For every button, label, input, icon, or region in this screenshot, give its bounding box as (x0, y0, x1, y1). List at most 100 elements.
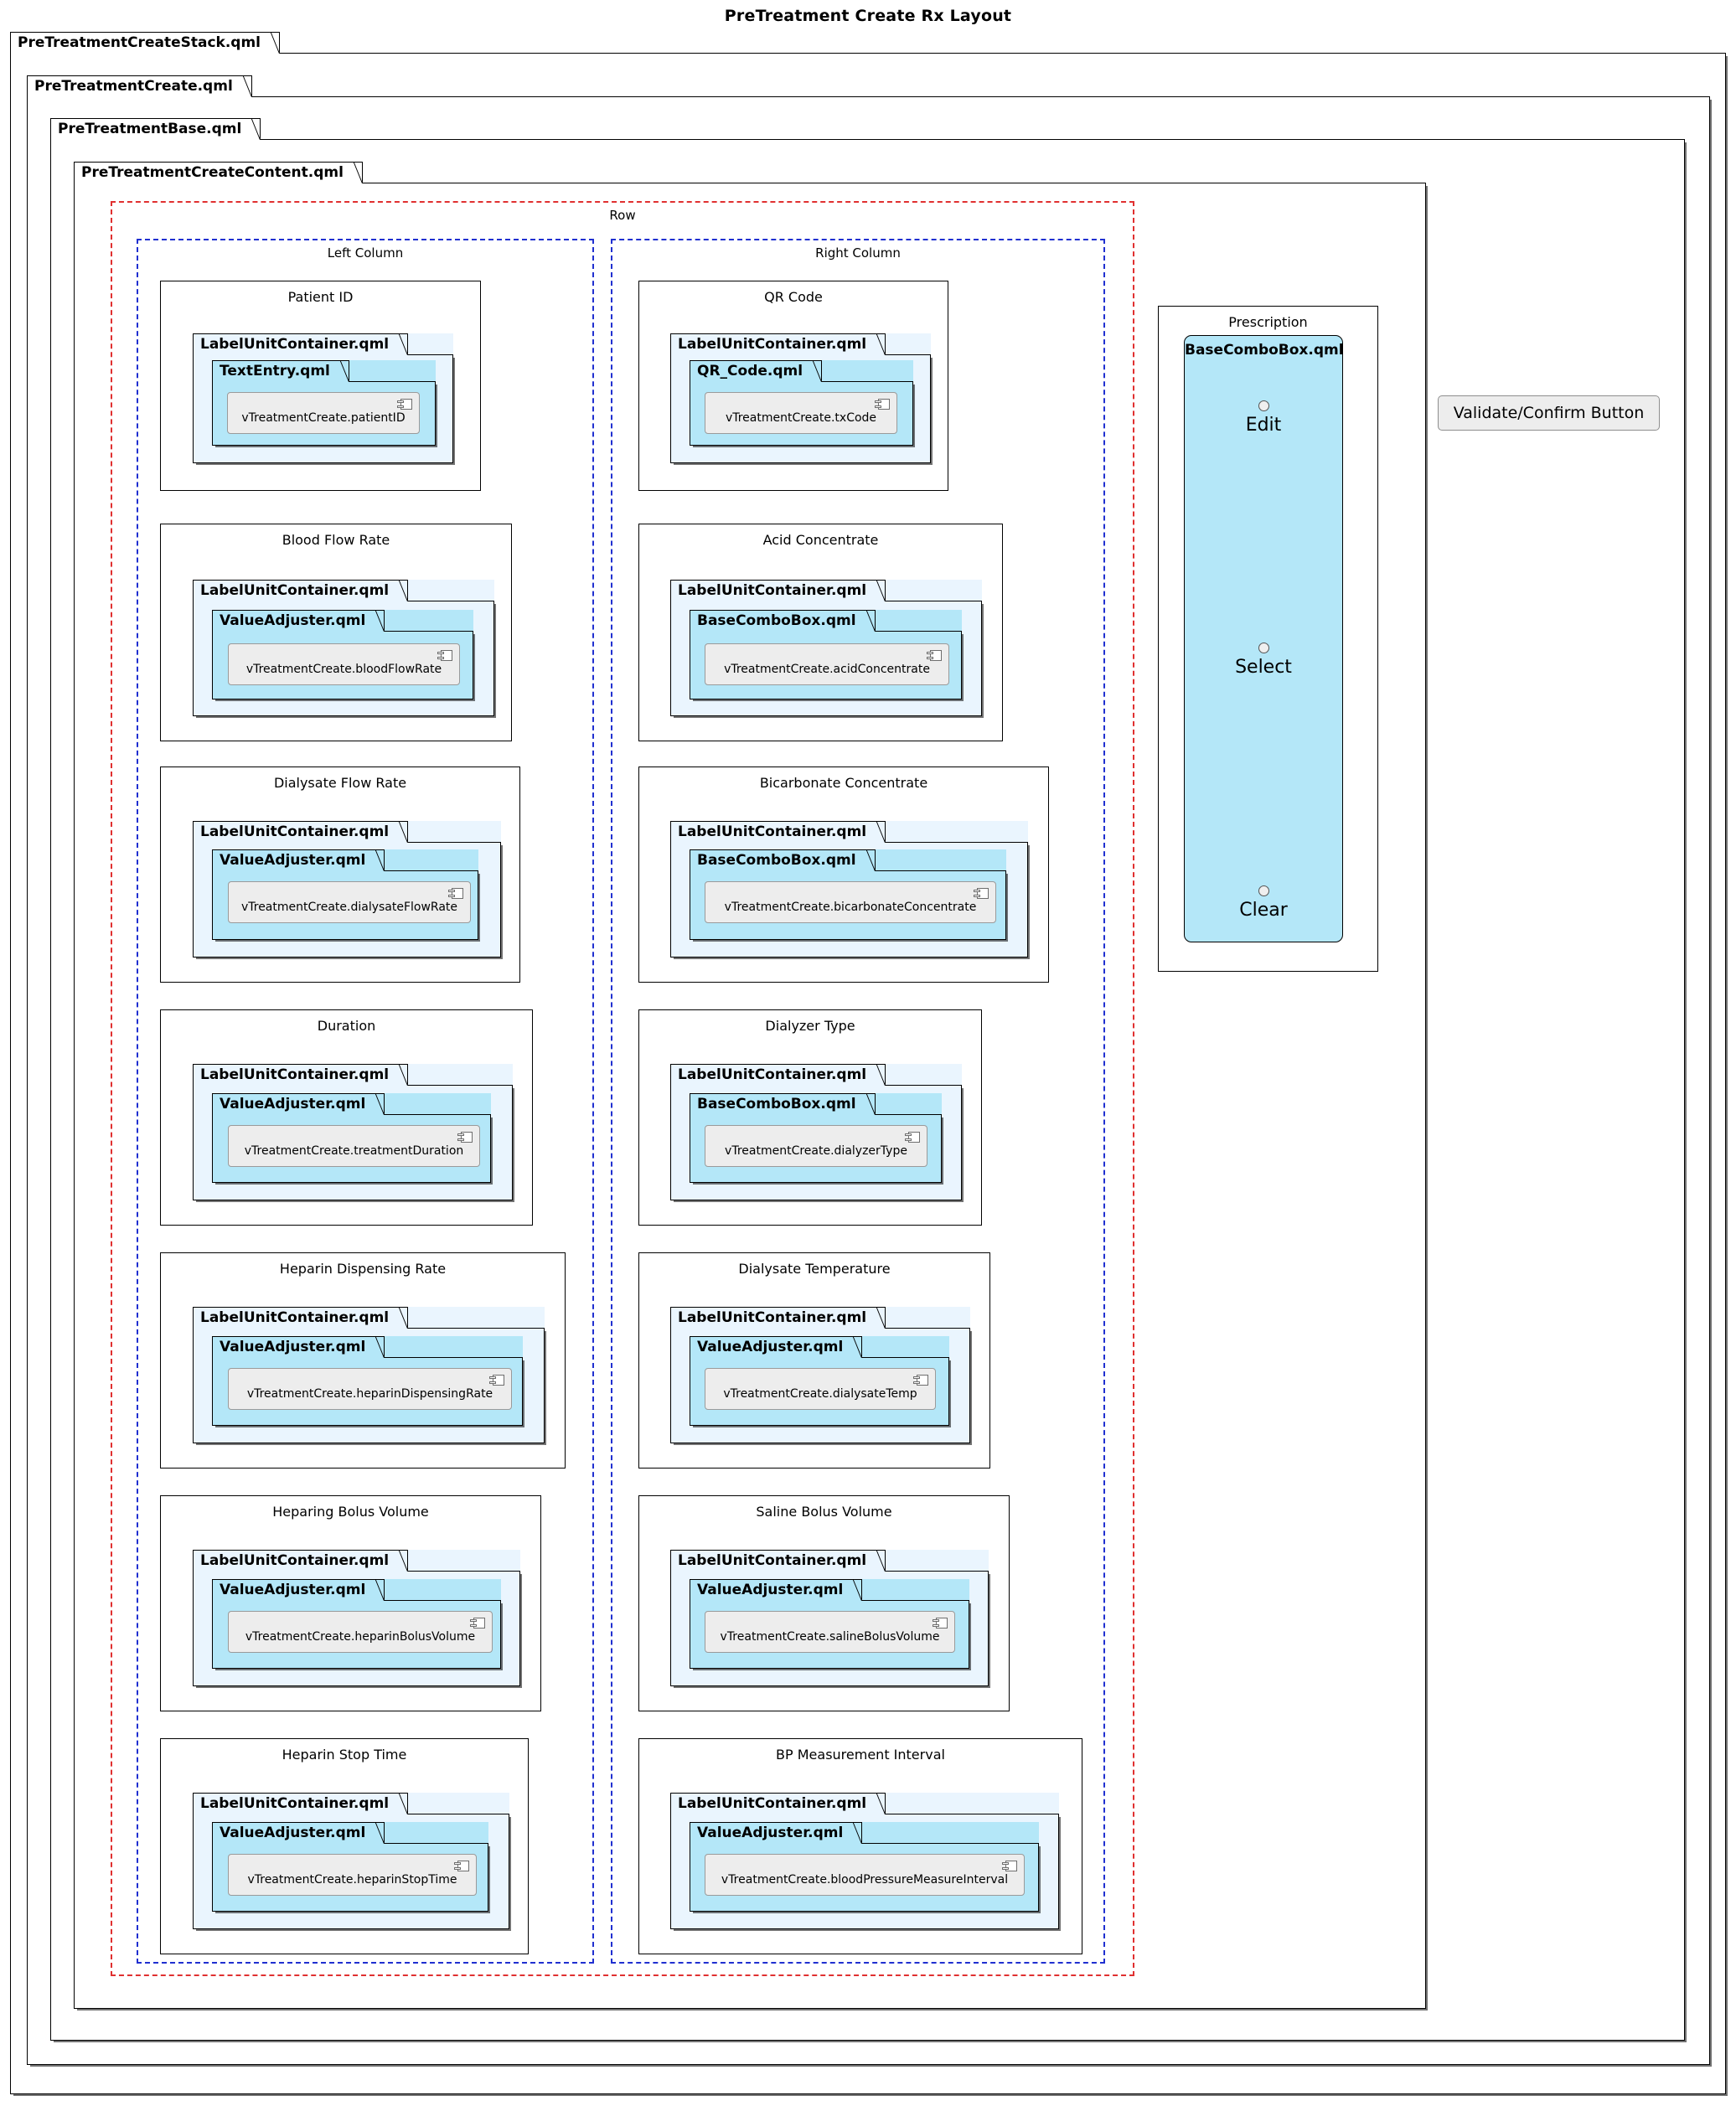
radio-icon[interactable] (1258, 400, 1269, 411)
package-label: LabelUnitContainer.qml (193, 1307, 409, 1329)
component-label: vTreatmentCreate.heparinDispensingRate (246, 1387, 493, 1401)
prescription-option-label: Edit (1245, 415, 1282, 436)
package-label-stack: PreTreatmentCreateStack.qml (10, 32, 280, 54)
component-box[interactable]: vTreatmentCreate.dialysateTemp (705, 1368, 936, 1410)
component-label: vTreatmentCreate.acidConcentrate (724, 663, 930, 676)
package-label: LabelUnitContainer.qml (670, 1307, 886, 1329)
field-title: Blood Flow Rate (282, 532, 390, 548)
package-label: ValueAdjuster.qml (690, 1822, 863, 1844)
package-label: ValueAdjuster.qml (690, 1336, 863, 1358)
component-box[interactable]: vTreatmentCreate.txCode (705, 392, 897, 434)
package-label: BaseComboBox.qml (690, 1093, 876, 1115)
component-label: vTreatmentCreate.treatmentDuration (244, 1144, 464, 1158)
package-label: QR_Code.qml (690, 360, 823, 382)
component-icon (927, 650, 942, 661)
component-icon (470, 1618, 485, 1629)
component-box[interactable]: vTreatmentCreate.bloodPressureMeasureInt… (705, 1854, 1025, 1896)
component-label: vTreatmentCreate.bloodFlowRate (245, 663, 442, 676)
component-icon (933, 1618, 948, 1629)
prescription-option-clear[interactable]: Clear (1185, 885, 1342, 921)
component-box[interactable]: vTreatmentCreate.heparinBolusVolume (228, 1611, 493, 1653)
package-label-create: PreTreatmentCreate.qml (27, 75, 252, 97)
component-label: vTreatmentCreate.dialysateTemp (723, 1387, 917, 1401)
package-label: ValueAdjuster.qml (212, 1579, 385, 1601)
component-label: vTreatmentCreate.heparinBolusVolume (245, 1630, 476, 1644)
component-box[interactable]: vTreatmentCreate.dialysateFlowRate (228, 881, 471, 923)
package-label: LabelUnitContainer.qml (193, 580, 409, 601)
component-label: vTreatmentCreate.salineBolusVolume (720, 1630, 940, 1644)
group-right-column: Right Column (611, 239, 1105, 1964)
component-label: vTreatmentCreate.bicarbonateConcentrate (724, 901, 977, 914)
prescription-option-label: Clear (1239, 900, 1288, 921)
component-icon (437, 650, 452, 661)
package-label: ValueAdjuster.qml (212, 1093, 385, 1115)
package-label: LabelUnitContainer.qml (670, 1064, 886, 1086)
component-label: vTreatmentCreate.patientID (241, 411, 406, 425)
prescription-combo-box[interactable]: BaseComboBox.qml Edit Select Clear (1184, 335, 1344, 942)
package-label: ValueAdjuster.qml (690, 1579, 863, 1601)
component-box[interactable]: vTreatmentCreate.salineBolusVolume (705, 1611, 955, 1653)
component-icon (1002, 1861, 1017, 1871)
component-icon (489, 1375, 504, 1386)
field-title: Dialysate Temperature (738, 1261, 891, 1277)
component-icon (905, 1132, 920, 1143)
group-left-column-label: Left Column (327, 245, 404, 261)
field-title: QR Code (764, 289, 823, 305)
component-label: vTreatmentCreate.dialysateFlowRate (240, 901, 458, 914)
field-title: Acid Concentrate (762, 532, 879, 548)
prescription-combo-label: BaseComboBox.qml (1185, 342, 1344, 359)
prescription-option-edit[interactable]: Edit (1185, 400, 1342, 436)
group-row: Row (111, 201, 1134, 1976)
component-box[interactable]: vTreatmentCreate.acidConcentrate (705, 643, 949, 685)
component-box[interactable]: vTreatmentCreate.bicarbonateConcentrate (705, 881, 996, 923)
field-title: Dialysate Flow Rate (273, 775, 407, 791)
package-label: LabelUnitContainer.qml (193, 1550, 409, 1572)
component-label: vTreatmentCreate.bloodPressureMeasureInt… (721, 1873, 1009, 1887)
package-label: LabelUnitContainer.qml (670, 1550, 886, 1572)
component-box[interactable]: vTreatmentCreate.heparinStopTime (228, 1854, 477, 1896)
field-title: BP Measurement Interval (776, 1747, 945, 1763)
package-label: TextEntry.qml (212, 360, 349, 382)
field-title: Heparing Bolus Volume (272, 1504, 429, 1520)
page-title: PreTreatment Create Rx Layout (724, 7, 1012, 25)
field-title: Heparin Dispensing Rate (279, 1261, 447, 1277)
component-label: vTreatmentCreate.dialyzerType (725, 1144, 907, 1158)
component-icon (454, 1861, 469, 1871)
component-icon (457, 1132, 473, 1143)
component-box[interactable]: vTreatmentCreate.dialyzerType (705, 1125, 927, 1167)
component-icon (974, 888, 989, 899)
radio-icon[interactable] (1258, 885, 1269, 896)
prescription-option-select[interactable]: Select (1185, 643, 1342, 678)
package-label: LabelUnitContainer.qml (670, 333, 886, 355)
component-box[interactable]: vTreatmentCreate.heparinDispensingRate (228, 1368, 512, 1410)
component-icon (913, 1375, 928, 1386)
component-icon (397, 399, 412, 410)
package-label: LabelUnitContainer.qml (193, 1793, 409, 1814)
package-label: LabelUnitContainer.qml (670, 821, 886, 843)
component-box[interactable]: vTreatmentCreate.bloodFlowRate (228, 643, 460, 685)
group-right-column-label: Right Column (815, 245, 901, 261)
component-label: vTreatmentCreate.heparinStopTime (247, 1873, 457, 1887)
component-box[interactable]: vTreatmentCreate.treatmentDuration (228, 1125, 480, 1167)
package-label: LabelUnitContainer.qml (670, 580, 886, 601)
package-label: LabelUnitContainer.qml (670, 1793, 886, 1814)
component-box[interactable]: vTreatmentCreate.patientID (227, 392, 420, 434)
package-label-base: PreTreatmentBase.qml (50, 118, 261, 140)
group-row-label: Row (609, 208, 636, 223)
package-label: ValueAdjuster.qml (212, 1822, 385, 1844)
prescription-title: Prescription (1228, 314, 1308, 330)
package-label: BaseComboBox.qml (690, 610, 876, 632)
package-label: ValueAdjuster.qml (212, 1336, 385, 1358)
field-title: Dialyzer Type (765, 1018, 855, 1034)
component-icon (875, 399, 890, 410)
field-title: Duration (317, 1018, 376, 1034)
package-label-content: PreTreatmentCreateContent.qml (74, 162, 363, 183)
validate-confirm-button[interactable]: Validate/Confirm Button (1438, 395, 1660, 431)
field-title: Heparin Stop Time (282, 1747, 407, 1763)
package-label: ValueAdjuster.qml (212, 610, 385, 632)
package-label: LabelUnitContainer.qml (193, 333, 409, 355)
radio-icon[interactable] (1258, 643, 1269, 653)
package-label: LabelUnitContainer.qml (193, 821, 409, 843)
field-title: Bicarbonate Concentrate (759, 775, 928, 791)
